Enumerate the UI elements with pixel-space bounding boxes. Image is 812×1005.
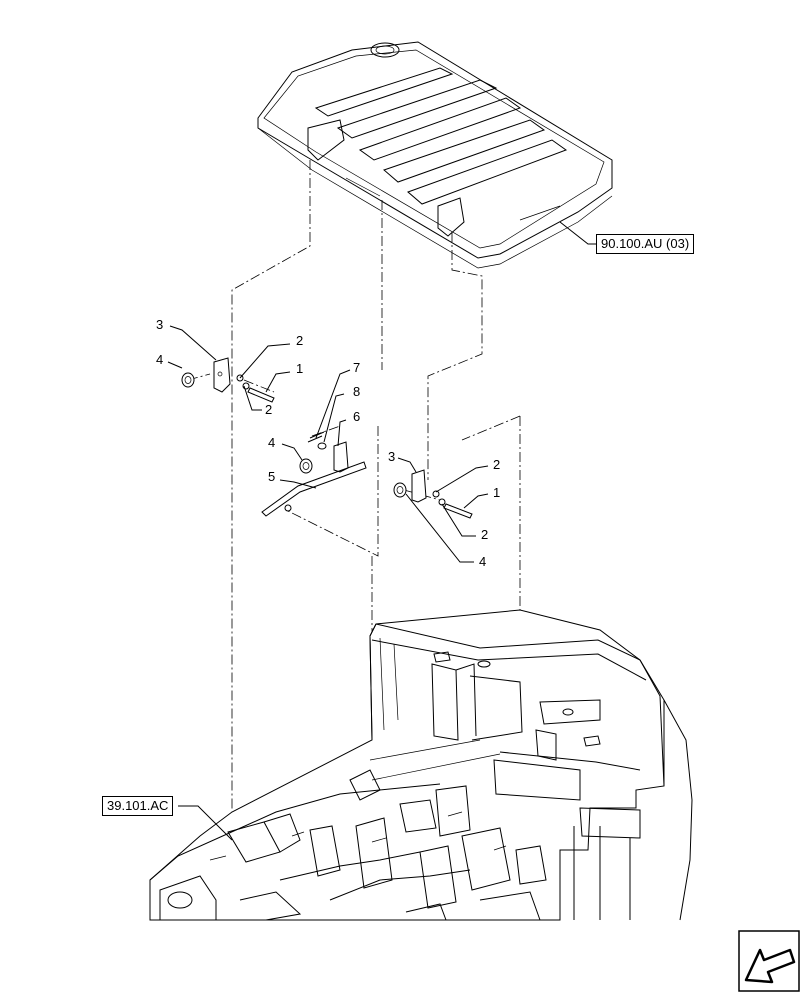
callout-5: 5 [268,469,276,484]
latch-assembly-right [393,469,473,519]
next-page-arrow-icon[interactable] [738,930,800,992]
reference-label-upper[interactable]: 90.100.AU (03) [596,234,695,254]
callout-3-left: 3 [156,317,164,332]
canopy-cover [257,41,613,269]
callout-2-upper-left: 2 [296,333,304,348]
callout-1-right: 1 [493,485,501,500]
reference-label-lower[interactable]: 39.101.AC [102,796,174,816]
callout-3-right: 3 [388,449,396,464]
callout-2-lower-right: 2 [481,527,489,542]
callout-4-left: 4 [156,352,164,367]
latch-assembly-left [181,357,275,403]
lower-frame [149,769,547,921]
callout-6: 6 [353,409,361,424]
callout-4-right: 4 [479,554,487,569]
upper-structure [149,609,693,921]
callout-2-upper-right: 2 [493,457,501,472]
callout-7: 7 [353,360,361,375]
callout-2-lower-left: 2 [265,402,273,417]
callout-8: 8 [353,384,361,399]
rod-assembly [261,431,367,517]
callout-leaders [167,325,489,563]
callout-4-middle: 4 [268,435,276,450]
callout-1-left: 1 [296,361,304,376]
